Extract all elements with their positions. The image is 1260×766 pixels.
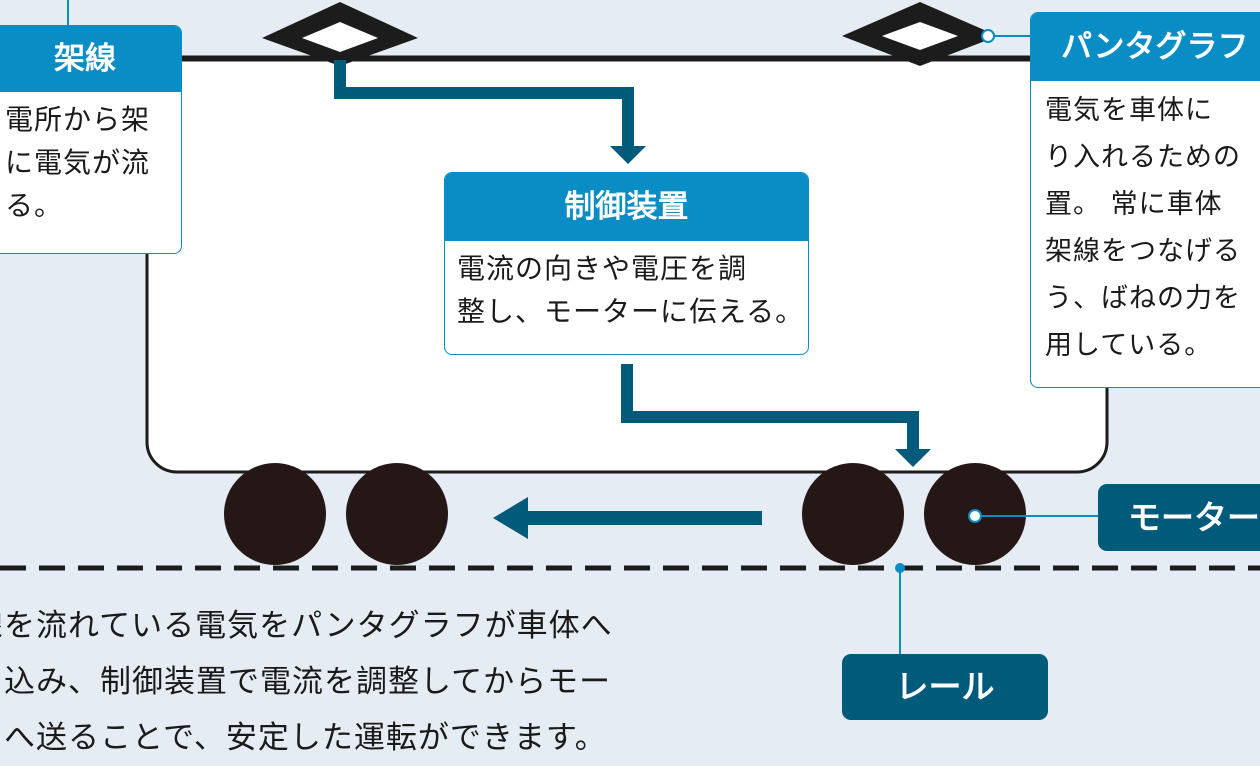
pantograph-leader-dot [981,29,995,43]
motor-leader-dot [968,509,982,523]
flow-arrow-1-head [610,146,646,164]
flow-arrow-2-head [895,449,931,467]
explanation-caption: 線を流れている電気をパンタグラフが車体へ り込み、制御装置で電流を調整してからモ… [0,608,613,756]
overhead-wire-description: 電所から架 に電気が流 る。 [5,103,151,222]
direction-arrow-head [493,497,528,539]
overhead-wire-title: 架線 [0,26,181,92]
overhead-wire-card: 架線 電所から架 に電気が流 る。 [0,25,182,254]
pantograph-description: 電気を車体に り入れるための 置。 常に車体 架線をつなげる う、ばねの力を 用… [1045,95,1241,361]
flow-arrow-1 [334,60,634,150]
direction-arrow-shaft [520,511,762,525]
motor-tag: モーター [1098,484,1260,551]
pantograph-title: パンタグラフ [1031,13,1260,81]
flow-arrow-2 [621,364,919,452]
wheel-3 [802,463,904,565]
control-device-card: 制御装置 電流の向きや電圧を調 整し、モーターに伝える。 [444,172,809,355]
pantograph-right [842,2,998,66]
pantograph-card: パンタグラフ 電気を車体に り入れるための 置。 常に車体 架線をつなげる う、… [1030,12,1260,388]
wheel-1 [224,463,326,565]
control-device-title: 制御装置 [445,173,808,241]
rail-tag: レール [842,654,1048,720]
pantograph-left [262,2,418,66]
wheel-2 [346,463,448,565]
control-device-description: 電流の向きや電圧を調 整し、モーターに伝える。 [457,252,805,328]
